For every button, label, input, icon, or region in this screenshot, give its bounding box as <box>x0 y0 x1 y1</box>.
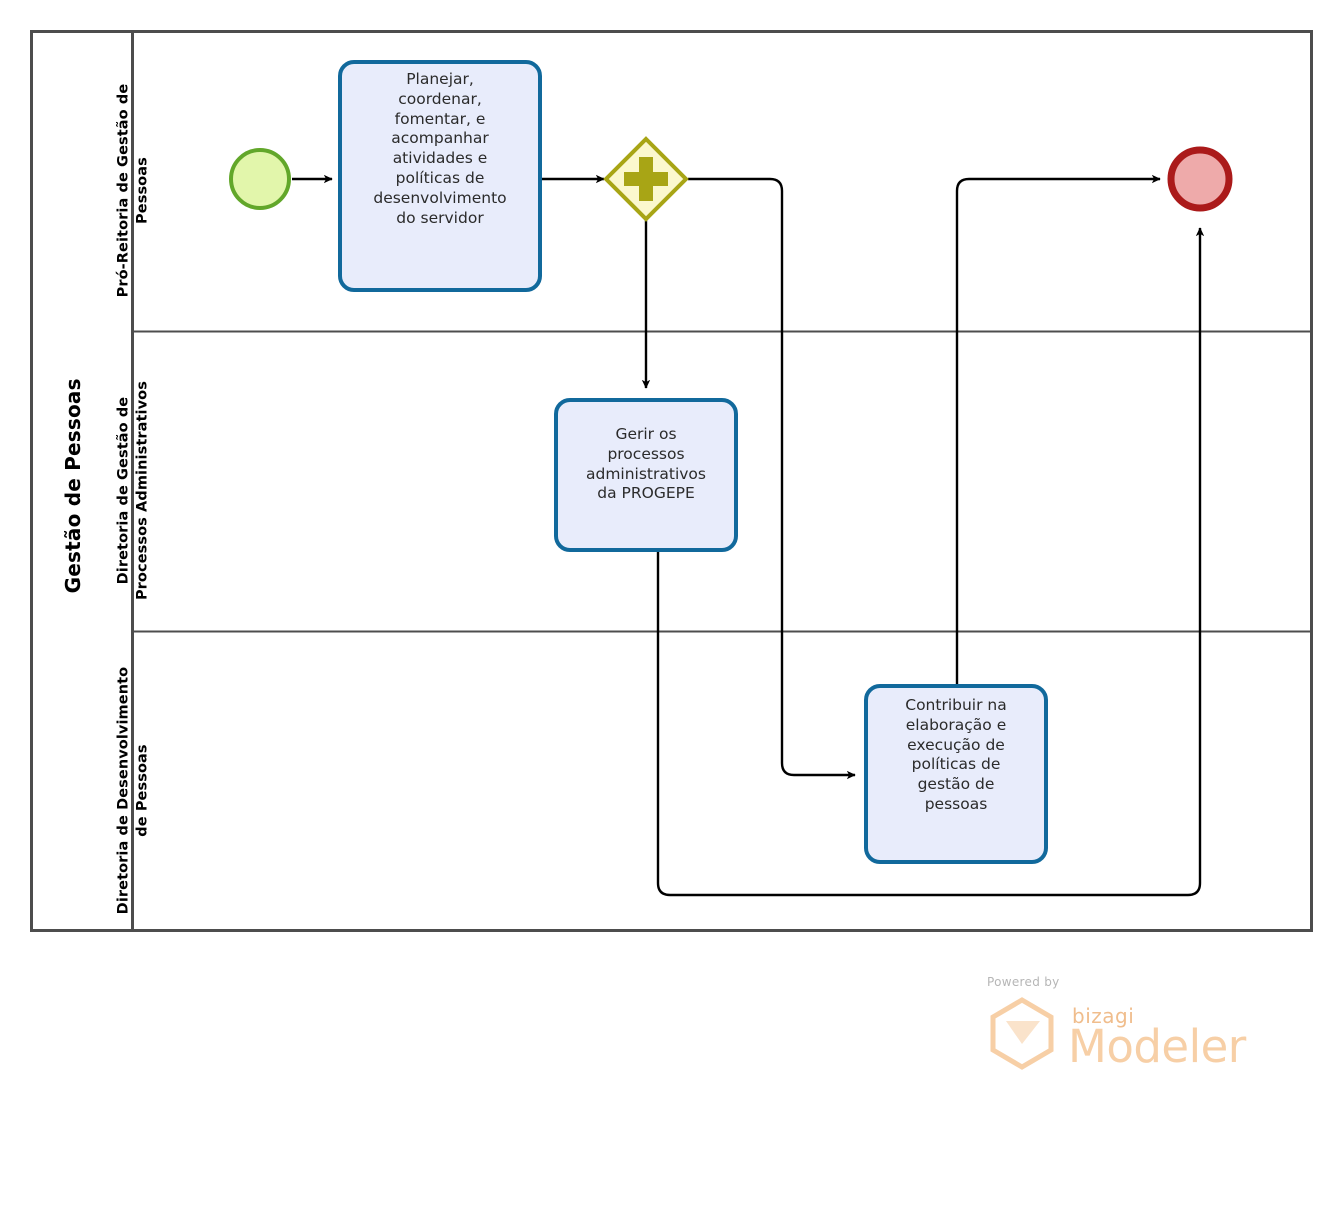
flow-contribuir-end <box>955 174 1161 685</box>
task-planejar-label: Planejar, coordenar, fomentar, e acompan… <box>373 70 507 227</box>
watermark-brand: bizagi <box>1072 1004 1135 1028</box>
pool-title: Gestão de Pessoas <box>61 378 86 594</box>
flow-gerir-end <box>656 227 1205 897</box>
watermark-product: Modeler <box>1068 1020 1246 1073</box>
task-gerir[interactable] <box>554 398 738 552</box>
task-contribuir[interactable] <box>864 684 1048 864</box>
sequence-flows <box>292 174 1205 897</box>
task-planejar[interactable] <box>338 60 542 292</box>
watermark-powered-by: Powered by <box>987 975 1060 989</box>
task-gerir-label: Gerir os processos administrativos da PR… <box>585 425 706 503</box>
lane-title-proreitoria: Pró-Reitoria de Gestão de Pessoas <box>115 83 150 298</box>
lane-title-desenvolvimento: Diretoria de Desenvolvimento de Pessoas <box>115 666 150 915</box>
lane-title-processos: Diretoria de Gestão de Processos Adminis… <box>115 381 150 601</box>
bizagi-logo-icon <box>990 997 1054 1070</box>
end-event[interactable] <box>1167 146 1233 212</box>
gateway-parallel[interactable] <box>603 136 689 222</box>
task-contribuir-label: Contribuir na elaboração e execução de p… <box>905 696 1007 814</box>
flow-gateway-contribuir <box>688 177 856 780</box>
start-event[interactable] <box>229 148 291 210</box>
plus-icon <box>624 157 668 201</box>
